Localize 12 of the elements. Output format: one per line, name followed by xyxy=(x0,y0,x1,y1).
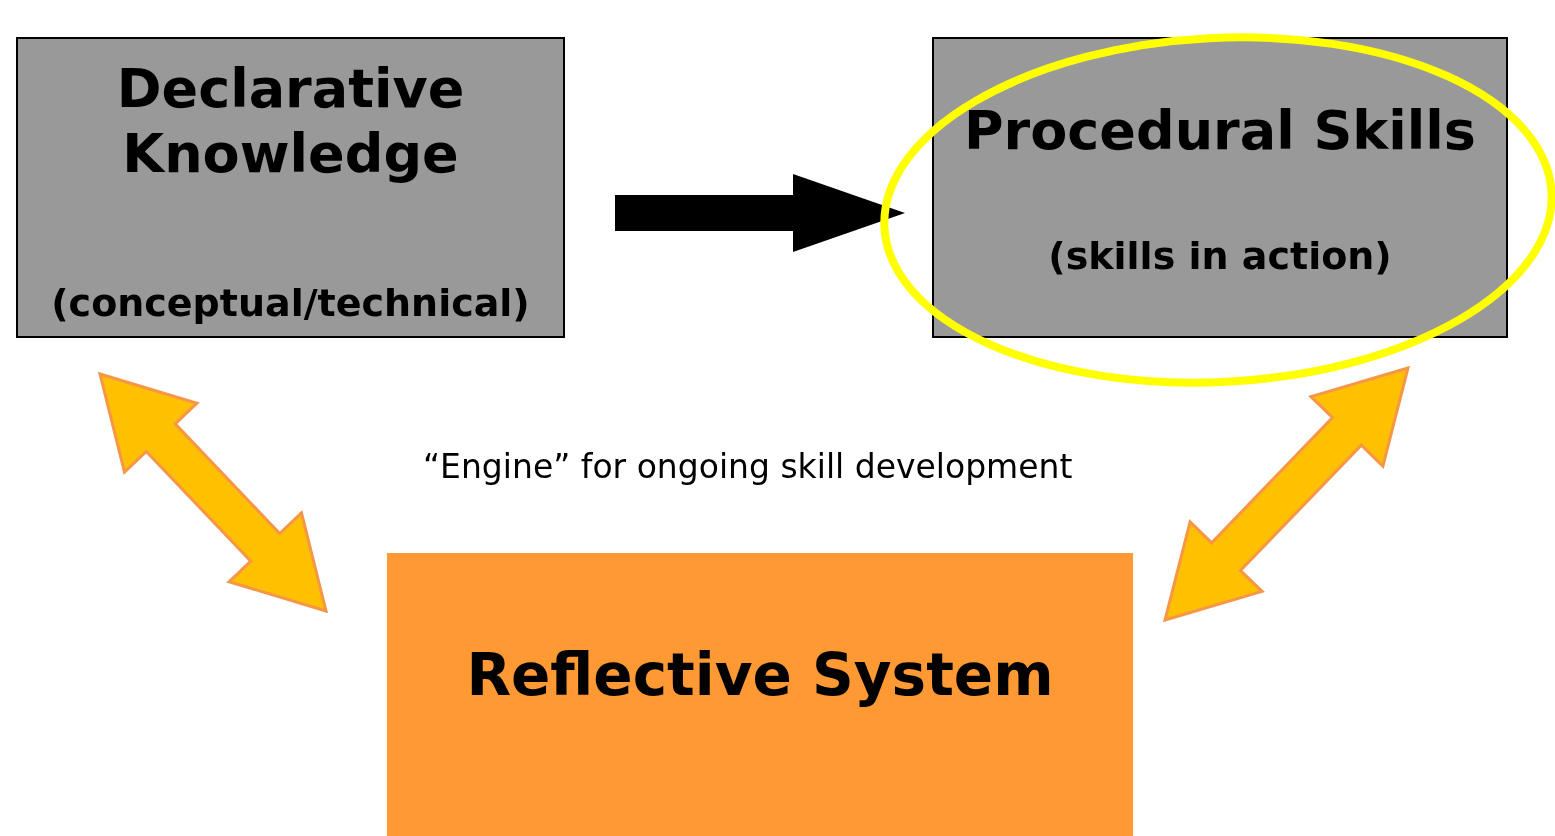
box-title: Reflective System xyxy=(465,641,1055,711)
box-subtitle: (skills in action) xyxy=(1047,234,1393,280)
box-title: Declarative Knowledge xyxy=(115,57,466,187)
knowledge-box xyxy=(16,37,565,338)
block-arrow xyxy=(615,174,905,252)
box-subtitle: (conceptual/technical) xyxy=(50,281,531,327)
skills-box xyxy=(932,37,1508,338)
double-arrow xyxy=(1162,365,1411,623)
note-text: “Engine” for ongoing skill development xyxy=(423,447,1073,486)
system-box xyxy=(387,553,1133,836)
box-title: Procedural Skills xyxy=(963,99,1477,164)
double-arrow xyxy=(97,371,329,614)
